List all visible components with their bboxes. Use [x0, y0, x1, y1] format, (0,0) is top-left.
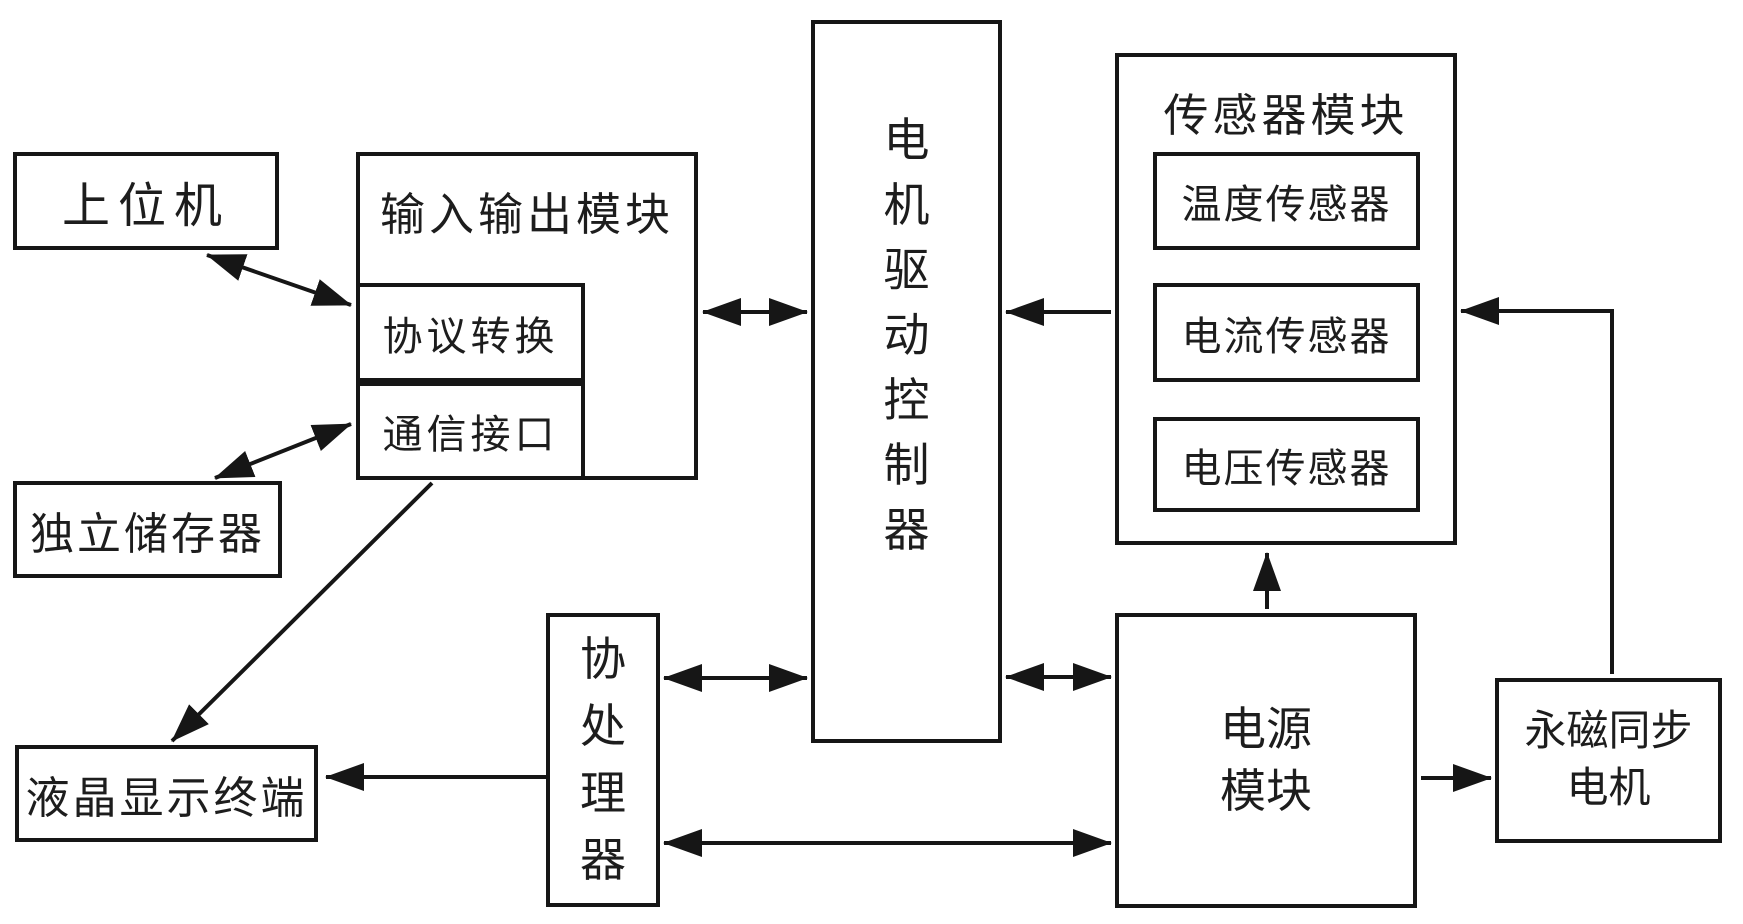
node-motor-driver-label: 电机驱动控制器: [883, 115, 930, 556]
node-power-module-label: 电源模块: [1220, 703, 1312, 817]
arrow-storage-comm: [214, 422, 352, 480]
node-io-module-title: 输入输出模块: [379, 190, 674, 240]
node-comm-interface: 通信接口: [356, 382, 585, 480]
node-pm-motor: 永磁同步电机: [1495, 678, 1722, 843]
node-protocol-conversion-label: 协议转换: [382, 313, 559, 359]
node-voltage-sensor: 电压传感器: [1153, 417, 1420, 512]
node-power-module: 电源模块: [1115, 613, 1417, 908]
node-sensor-module-title: 传感器模块: [1163, 91, 1409, 141]
node-lcd-label: 液晶显示终端: [25, 773, 308, 823]
node-temperature-sensor-label: 温度传感器: [1181, 182, 1392, 227]
node-host-label: 上位机: [61, 180, 230, 233]
node-coprocessor: 协处理器: [546, 613, 660, 907]
node-motor-driver: 电机驱动控制器: [811, 20, 1002, 743]
node-storage-label: 独立储存器: [30, 509, 265, 559]
arrow-host-protocol: [206, 253, 352, 307]
node-current-sensor: 电流传感器: [1153, 283, 1420, 382]
node-voltage-sensor-label: 电压传感器: [1181, 445, 1392, 491]
node-protocol-conversion: 协议转换: [356, 283, 585, 382]
node-host: 上位机: [13, 152, 279, 250]
node-pm-motor-label: 永磁同步电机: [1524, 708, 1693, 812]
arrow-motor-sensor: [1460, 297, 1614, 674]
node-storage: 独立储存器: [13, 481, 282, 578]
node-coprocessor-label: 协处理器: [580, 634, 626, 886]
node-temperature-sensor: 温度传感器: [1153, 152, 1420, 250]
node-current-sensor-label: 电流传感器: [1181, 313, 1392, 359]
node-comm-interface-label: 通信接口: [382, 412, 559, 457]
node-lcd: 液晶显示终端: [15, 745, 318, 842]
